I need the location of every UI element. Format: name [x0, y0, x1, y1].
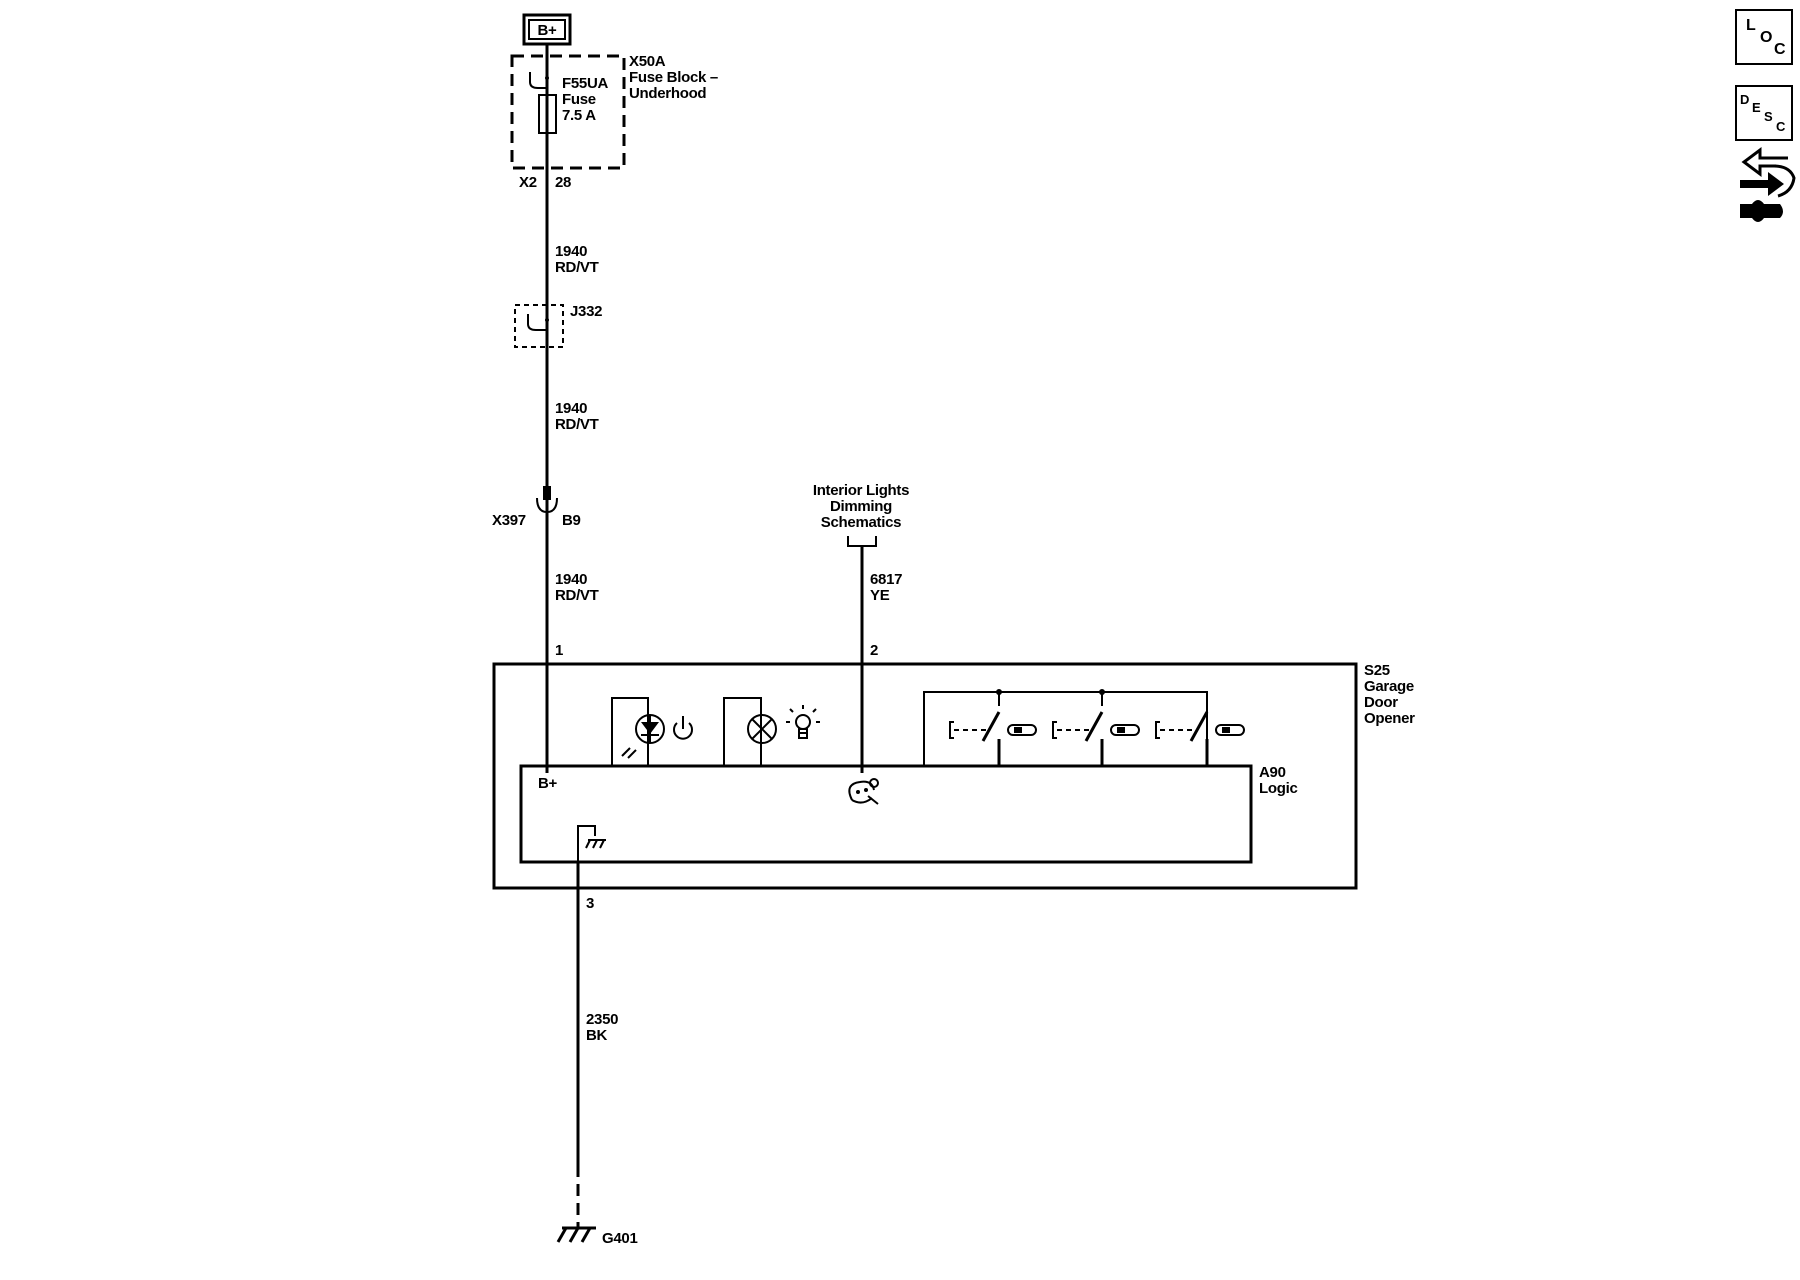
switch-1 — [949, 689, 1037, 766]
wire-dimming-circuit: 6817 — [870, 571, 902, 588]
module-name-2: Door — [1364, 694, 1398, 711]
logic-name: Logic — [1259, 780, 1298, 797]
power-icon — [673, 716, 693, 740]
wire-dimming-color: YE — [870, 587, 890, 604]
logic-id: A90 — [1259, 764, 1286, 781]
desc-d: D — [1740, 92, 1749, 107]
fuse-pin: 28 — [555, 174, 571, 191]
fuse-block-id: X50A — [629, 53, 666, 70]
service-arrows-icon[interactable] — [1740, 147, 1796, 222]
module-name-1: Garage — [1364, 678, 1414, 695]
wire-lower-circuit: 1940 — [555, 571, 587, 588]
light-bulb-icon — [786, 705, 820, 739]
fuse-block-name-2: Underhood — [629, 85, 706, 102]
fuse-connector: X2 — [519, 174, 537, 191]
dimming-line-1: Interior Lights — [813, 482, 909, 499]
inline-connector-x397: X397 B9 — [492, 486, 581, 529]
fuse-word: Fuse — [562, 91, 596, 108]
logic-a90: B+ A90 Logic — [519, 664, 1298, 864]
led-indicator — [611, 697, 693, 766]
splice-id: J332 — [570, 303, 602, 320]
connector-pin: B9 — [562, 512, 581, 529]
switch-2 — [1052, 689, 1140, 766]
wire-ground-circuit: 2350 — [586, 1011, 618, 1028]
desc-c: C — [1776, 119, 1786, 134]
fuse-rating: 7.5 A — [562, 107, 596, 124]
dimming-line-2: Dimming — [830, 498, 892, 515]
loc-button[interactable]: L O C — [1735, 9, 1793, 65]
wire-mid-circuit: 1940 — [555, 400, 587, 417]
module-pin-2: 2 — [870, 642, 878, 659]
fuse-block: X50A Fuse Block – Underhood F55UA Fuse 7… — [510, 53, 718, 191]
module-pin-3: 3 — [586, 895, 594, 912]
loc-l: L — [1746, 17, 1756, 34]
logic-bplus: B+ — [538, 775, 558, 792]
module-s25: 1 2 S25 Garage Door Opener — [492, 642, 1415, 890]
module-pin-1: 1 — [555, 642, 563, 659]
power-source: B+ — [522, 13, 572, 46]
lamp-indicator — [723, 697, 820, 766]
desc-e: E — [1752, 100, 1761, 115]
switch-bank — [923, 689, 1245, 766]
desc-s: S — [1764, 109, 1773, 124]
fuse-block-name-1: Fuse Block – — [629, 69, 718, 86]
connector-id: X397 — [492, 512, 526, 529]
internal-ground-icon — [577, 825, 606, 862]
power-label: B+ — [538, 22, 558, 39]
loc-c: C — [1774, 41, 1786, 58]
dimming-control-icon — [848, 778, 879, 805]
module-id: S25 — [1364, 662, 1390, 679]
wire-upper-circuit: 1940 — [555, 243, 587, 260]
wire-upper-color: RD/VT — [555, 259, 599, 276]
dimming-line-3: Schematics — [821, 514, 901, 531]
loc-o: O — [1760, 29, 1772, 46]
ground-g401: G401 — [556, 1222, 638, 1247]
dimming-reference: Interior Lights Dimming Schematics 6817 … — [813, 482, 909, 773]
wire-mid-color: RD/VT — [555, 416, 599, 433]
module-name-3: Opener — [1364, 710, 1415, 727]
ground-id: G401 — [602, 1230, 638, 1247]
splice-j332: J332 — [514, 303, 602, 348]
wire-ground-color: BK — [586, 1027, 608, 1044]
wire-lower-color: RD/VT — [555, 587, 599, 604]
desc-button[interactable]: D E S C — [1735, 85, 1793, 141]
switch-3 — [1155, 711, 1245, 766]
fuse-id: F55UA — [562, 75, 608, 92]
